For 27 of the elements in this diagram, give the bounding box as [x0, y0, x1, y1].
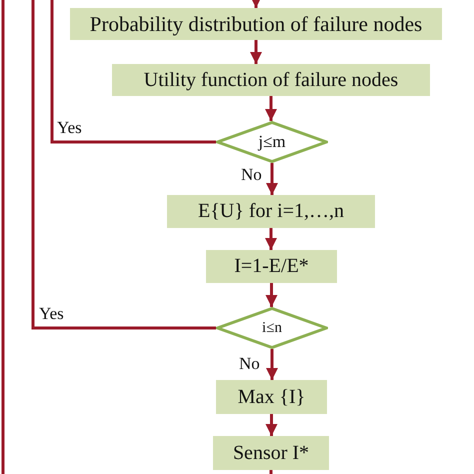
step-label: E{U} for i=1,…,n: [198, 200, 344, 223]
connector-line: [50, 0, 216, 144]
decision-diamond: [216, 307, 328, 349]
arrow: [266, 163, 278, 195]
arrow: [266, 414, 278, 436]
arrow: [250, 0, 262, 8]
decision-diamond: [216, 121, 328, 163]
step-label: Max {I}: [238, 386, 306, 408]
connector-line: [270, 470, 272, 474]
arrow: [250, 40, 262, 64]
step-label: Probability distribution of failure nodes: [90, 12, 422, 36]
step-label: I=1-E/E*: [234, 255, 309, 278]
process-box: [70, 8, 442, 40]
condition-label: i≤n: [262, 320, 282, 336]
process-box: [206, 250, 337, 283]
process-box: [167, 195, 375, 228]
process-box: [112, 64, 430, 96]
process-box: [213, 436, 329, 470]
arrow: [265, 96, 277, 121]
connector-line: [32, 0, 216, 330]
process-box: [216, 380, 327, 414]
arrow: [265, 228, 277, 250]
step-label: Utility function of failure nodes: [144, 68, 398, 92]
arrow: [266, 349, 278, 380]
arrow: [266, 283, 278, 307]
step-label: Sensor I*: [232, 442, 310, 464]
condition-label: j≤m: [258, 132, 286, 152]
